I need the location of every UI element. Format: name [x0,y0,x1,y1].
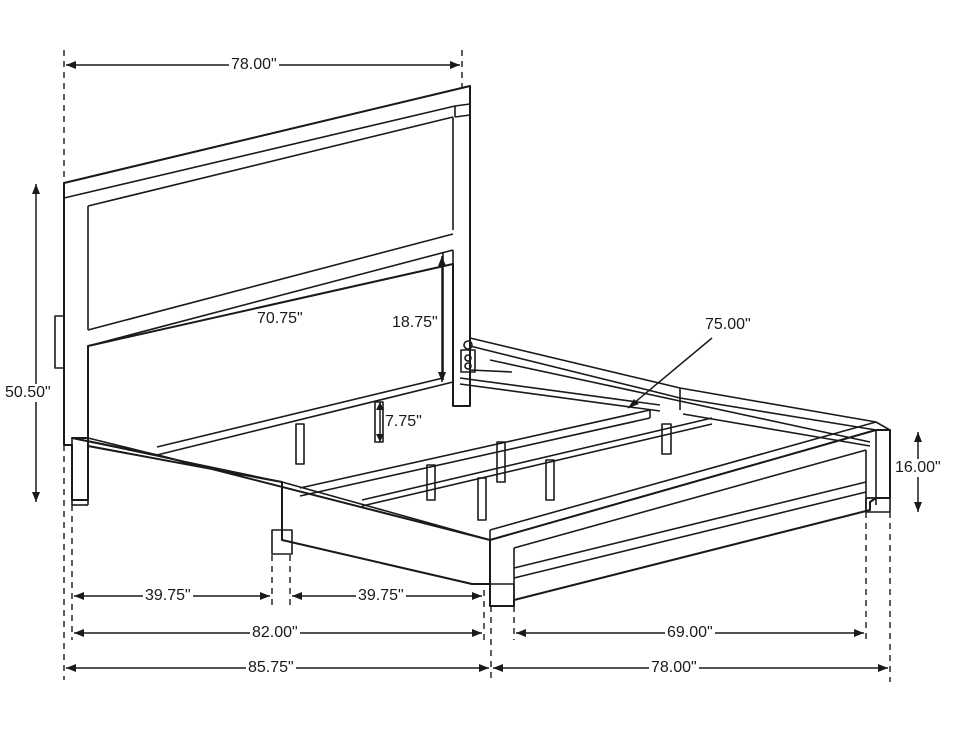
dimension-lines [32,61,922,672]
bed-frame [71,337,891,607]
slat-length-label: 75.00" [703,316,753,334]
leg-height-label: 7.75" [385,413,422,430]
overall-height-label: 50.50" [3,384,53,402]
half-width-right-label: 39.75" [356,587,406,605]
inner-length-label: 82.00" [250,624,300,642]
headboard [54,85,471,501]
extension-lines [63,50,891,682]
overall-width-label: 78.00" [649,659,699,677]
panel-height-label: 18.75" [390,314,440,332]
footboard-height-label: 16.00" [893,459,943,477]
headboard-width-label: 78.00" [229,56,279,74]
side-rail-length-label: 69.00" [665,624,715,642]
overall-length-label: 85.75" [246,659,296,677]
panel-width-label: 70.75" [257,310,303,327]
half-width-left-label: 39.75" [143,587,193,605]
